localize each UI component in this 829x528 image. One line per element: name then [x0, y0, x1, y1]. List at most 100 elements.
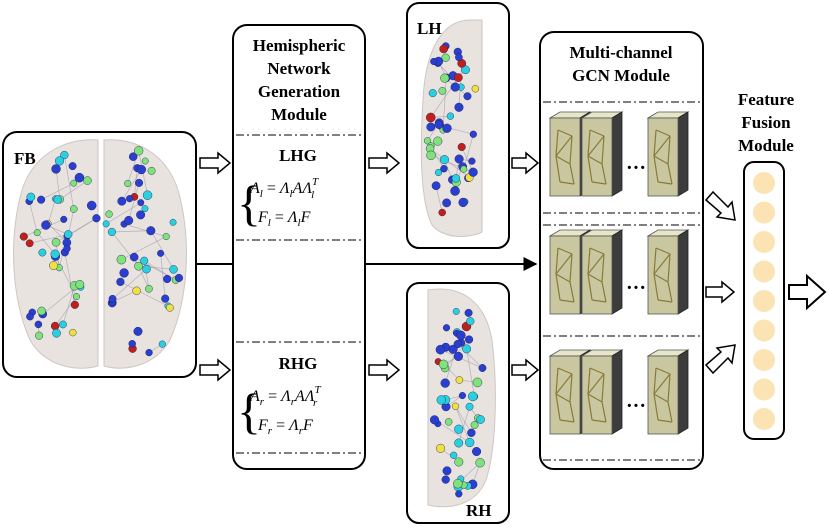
hemisphere-arrows	[511, 151, 540, 382]
fb-node	[128, 340, 136, 348]
lh-edge	[435, 185, 443, 213]
lh-node	[438, 87, 447, 95]
lhg-to-lh-arrow	[368, 151, 401, 175]
gcn-slab-graph-edge	[587, 373, 605, 395]
lh-edge	[442, 77, 447, 131]
gcn-slab-graph-edge	[557, 367, 573, 375]
lh-brain-nodes	[423, 42, 480, 217]
fusion-node	[753, 349, 775, 371]
fb-edge	[55, 168, 61, 200]
fb-node	[52, 328, 61, 338]
fb-node	[174, 273, 183, 282]
rh-node	[454, 457, 464, 467]
rh-node	[472, 377, 483, 388]
fb-edge	[105, 202, 141, 225]
gcn-slab-front	[581, 117, 613, 197]
fb-node	[142, 264, 151, 274]
fusion-module: Feature Fusion Module	[738, 90, 795, 440]
rh-node	[453, 351, 463, 362]
fb-node	[92, 214, 101, 223]
gcn-slab-graph-edge	[653, 367, 657, 395]
fb-node	[132, 286, 141, 296]
fb-node	[141, 157, 149, 165]
fb-node	[142, 190, 153, 200]
hng-title-4: Module	[271, 105, 327, 124]
rh-node	[429, 415, 440, 425]
lh-node	[458, 197, 468, 208]
rh-node	[466, 317, 475, 326]
fb-node	[70, 300, 79, 309]
lh-node	[457, 142, 466, 151]
fb-edge	[112, 268, 147, 300]
gcn-slab-side	[677, 111, 689, 197]
rh-label: RH	[466, 501, 492, 520]
fb-node	[133, 326, 143, 336]
fb-edge	[36, 232, 56, 255]
fb-edge	[121, 236, 167, 260]
gcn-slab-graph-edge	[601, 253, 605, 283]
fb-node	[102, 220, 110, 228]
gcn-slab-graph-edge	[555, 393, 561, 421]
fusion-title-1: Feature	[738, 90, 795, 109]
fusion-node	[753, 290, 775, 312]
gcn-slab-graph-edge	[589, 367, 605, 375]
fb-node	[116, 277, 125, 286]
fb-edge	[47, 198, 57, 224]
fb-edge	[29, 233, 69, 244]
lh-node	[468, 167, 478, 177]
fb-edge	[112, 290, 137, 303]
fb-node	[141, 205, 149, 213]
gcn-channel-2	[548, 229, 690, 315]
hng-arrows	[368, 151, 401, 382]
lh-panel: LH	[406, 2, 510, 249]
gcn-slab-graph-edge	[601, 163, 607, 185]
rh-node	[438, 359, 449, 370]
rhg-eq-2: Fr = ΛrF	[257, 417, 313, 437]
gcn-slab-graph-edge	[655, 129, 671, 137]
lh-node	[450, 186, 460, 196]
fb-to-lhg-arrow	[199, 151, 232, 175]
fb-node	[163, 274, 172, 284]
gcn-channel-3	[548, 349, 690, 435]
lh-node	[428, 89, 437, 98]
rh-node	[444, 418, 453, 426]
gcn-slab-graph-edge	[653, 253, 671, 275]
gcn-slab-graph-edge	[555, 393, 571, 403]
gcn2-to-fusion-arrow	[705, 280, 736, 304]
fb-node	[146, 226, 156, 236]
lh-node	[441, 53, 450, 62]
gcn-slab-graph-edge	[601, 373, 605, 403]
fb-node	[116, 254, 127, 265]
gcn-slab-graph-edge	[559, 419, 575, 423]
fb-node	[140, 256, 149, 265]
rh-node	[454, 438, 464, 448]
rh-node	[475, 458, 485, 468]
lh-node	[430, 57, 438, 66]
rh-node	[440, 378, 450, 388]
gcn-slab-graph-edge	[569, 163, 575, 185]
fb-node	[105, 210, 113, 218]
gcn-slab-graph-edge	[555, 155, 561, 183]
gcn-title-1: Multi-channel	[570, 43, 673, 62]
rh-node	[456, 330, 466, 341]
rh-node	[464, 308, 473, 317]
gcn-slab-graph-edge	[657, 181, 673, 185]
lh-node	[431, 181, 441, 191]
fusion-node	[753, 201, 775, 224]
fb-node	[69, 205, 78, 213]
fusion-node	[753, 408, 775, 430]
fb-edge	[111, 230, 151, 233]
fusion-node	[753, 378, 775, 401]
gcn-dots-2: ···	[626, 277, 646, 299]
fb-node	[37, 195, 46, 204]
gcn-slab-graph-edge	[589, 247, 605, 255]
fb-label: FB	[14, 149, 36, 168]
fb-node	[60, 215, 68, 223]
hng-title-1: Hemispheric	[253, 36, 346, 55]
fb-brain-nodes	[19, 146, 183, 357]
fb-node	[169, 265, 178, 274]
gcn-slab-graph-edge	[555, 135, 573, 157]
fb-edge	[47, 223, 68, 243]
gcn-slab-front	[549, 235, 581, 315]
